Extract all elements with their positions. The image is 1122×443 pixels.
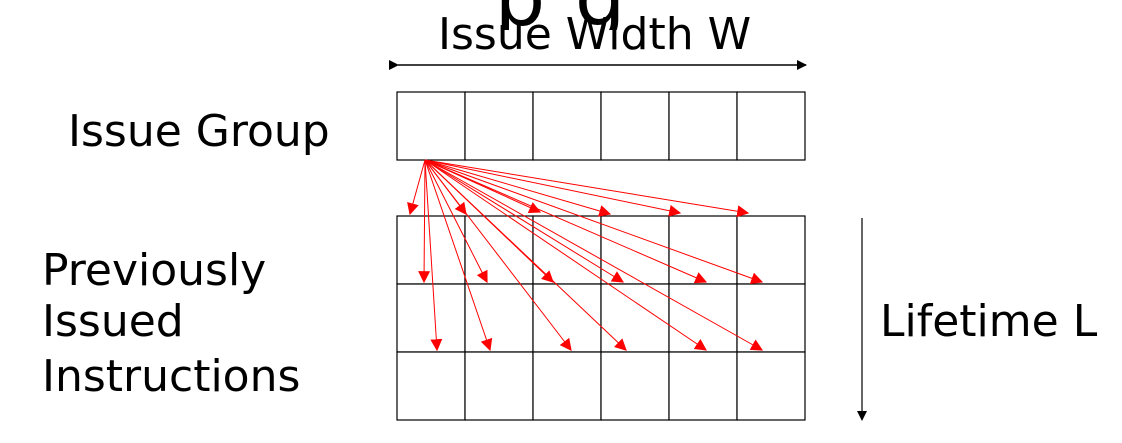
dependency-arrow-r1-c4 (424, 159, 612, 217)
slide-title: p g (0, 0, 1122, 30)
prior-cell-r2-c2 (464, 283, 534, 353)
issue-slot-1 (396, 91, 466, 161)
issue-slot-6 (736, 91, 806, 161)
prior-cell-r3-c2 (464, 351, 534, 421)
issue-slot-3 (532, 91, 602, 161)
issue-slot-4 (600, 91, 670, 161)
dependency-arrow-r2-c1 (418, 159, 431, 284)
prior-cell-r1-c4 (600, 215, 670, 285)
dependency-arrow-r3-c5 (424, 159, 707, 351)
dependency-arrow-r1-c1 (407, 159, 426, 216)
prior-cell-r1-c5 (668, 215, 738, 285)
issue-group-label: Issue Group (68, 106, 330, 157)
dependency-arrow-r1-c5 (424, 159, 682, 217)
dependency-arrows (407, 159, 764, 352)
prior-cell-r3-c5 (668, 351, 738, 421)
issue-group-row (396, 91, 806, 161)
dependency-arrow-r2-c5 (424, 159, 708, 284)
prior-cell-r3-c3 (532, 351, 602, 421)
prior-cell-r1-c6 (736, 215, 806, 285)
slide-title-clipped: p g (0, 0, 1122, 30)
dependency-arrow-r3-c2 (424, 159, 493, 352)
dependency-arrow-r3-c3 (424, 159, 572, 351)
lifetime-label: Lifetime L (880, 296, 1098, 347)
dependency-arrow-r2-c4 (424, 159, 625, 283)
issue-slot-2 (464, 91, 534, 161)
prior-cell-r2-c6 (736, 283, 806, 353)
previously-issued-grid (396, 215, 806, 421)
dependency-arrow-r1-c6 (424, 159, 750, 218)
prior-cell-r3-c4 (600, 351, 670, 421)
previously-issued-label-line3: Instructions (42, 351, 301, 402)
dependency-arrow-r3-c6 (424, 159, 764, 351)
prior-cell-r2-c1 (396, 283, 466, 353)
previously-issued-label-line2: Issued (42, 296, 184, 347)
issue-width-label: Issue Width W (438, 9, 752, 60)
dependency-arrow-r3-c1 (424, 159, 443, 352)
dependency-arrow-r2-c2 (424, 159, 488, 284)
prior-cell-r2-c4 (600, 283, 670, 353)
dependency-arrow-r2-c6 (424, 159, 764, 284)
previously-issued-label-line1: Previously (42, 245, 267, 296)
prior-cell-r3-c6 (736, 351, 806, 421)
dependency-arrow-r3-c4 (424, 159, 627, 351)
prior-cell-r3-c1 (396, 351, 466, 421)
prior-cell-r2-c5 (668, 283, 738, 353)
issue-slot-5 (668, 91, 738, 161)
